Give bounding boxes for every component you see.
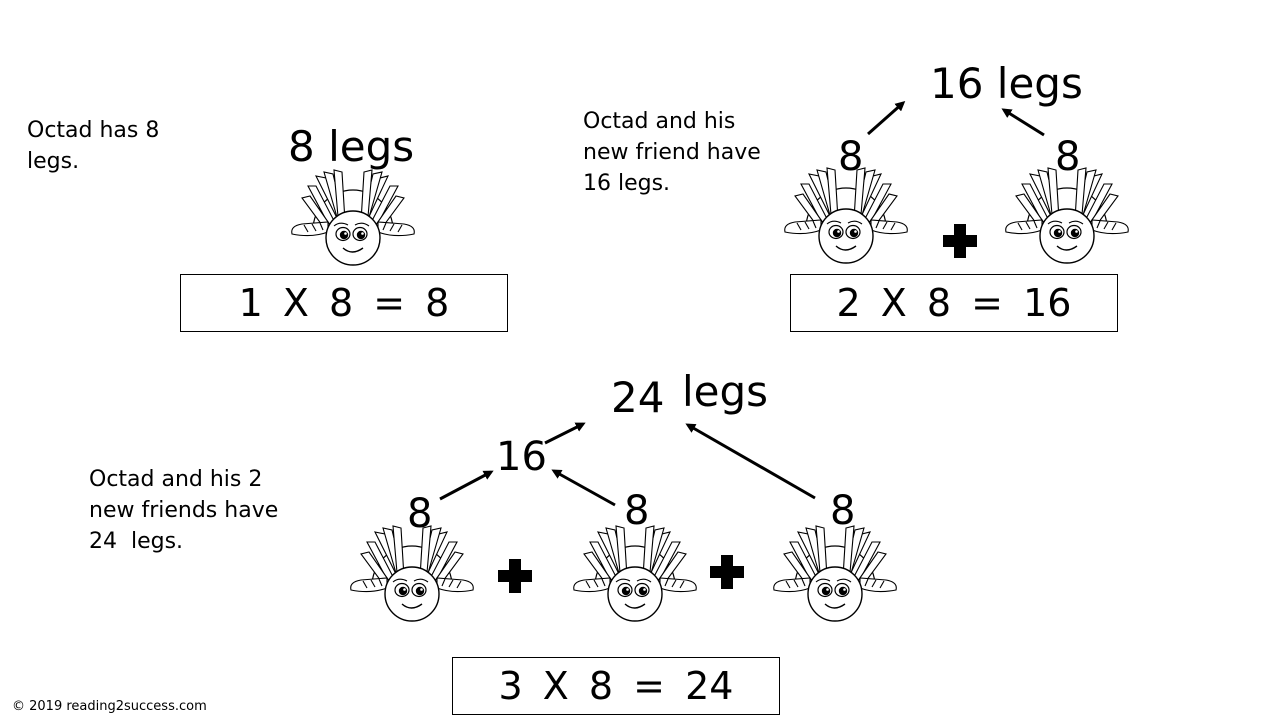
panel3-addend-3: 8	[830, 488, 856, 534]
plus-icon	[710, 555, 744, 589]
panel3-addend-2: 8	[624, 488, 650, 534]
panel2-addend-right: 8	[1055, 134, 1081, 180]
panel1-caption: Octad has 8 legs.	[27, 118, 160, 174]
panel3-equation: 3 X 8 = 24	[452, 657, 780, 715]
arrow-icon	[867, 101, 906, 136]
panel1-equation: 1 X 8 = 8	[180, 274, 508, 332]
plus-icon	[943, 224, 977, 258]
panel1-total-label: 8 legs	[288, 122, 415, 171]
panel2-total-label: 16 legs	[930, 59, 1083, 108]
panel3-total-word: legs	[682, 367, 769, 416]
arrow-icon	[551, 469, 616, 507]
plus-icon	[498, 559, 532, 593]
panel3-caption: Octad and his 2 new friends have 24 legs…	[89, 467, 279, 554]
panel2-equation: 2 X 8 = 16	[790, 274, 1118, 332]
arrow-icon	[685, 423, 816, 500]
arrow-icon	[1001, 108, 1045, 137]
arrow-icon	[439, 470, 494, 501]
copyright-notice: © 2019 reading2success.com	[12, 699, 207, 714]
panel3-total-number: 24	[611, 373, 665, 422]
arrow-icon	[544, 422, 586, 445]
panel2-caption: Octad and his new friend have 16 legs.	[583, 109, 761, 196]
panel3-partial-sum: 16	[496, 434, 547, 480]
